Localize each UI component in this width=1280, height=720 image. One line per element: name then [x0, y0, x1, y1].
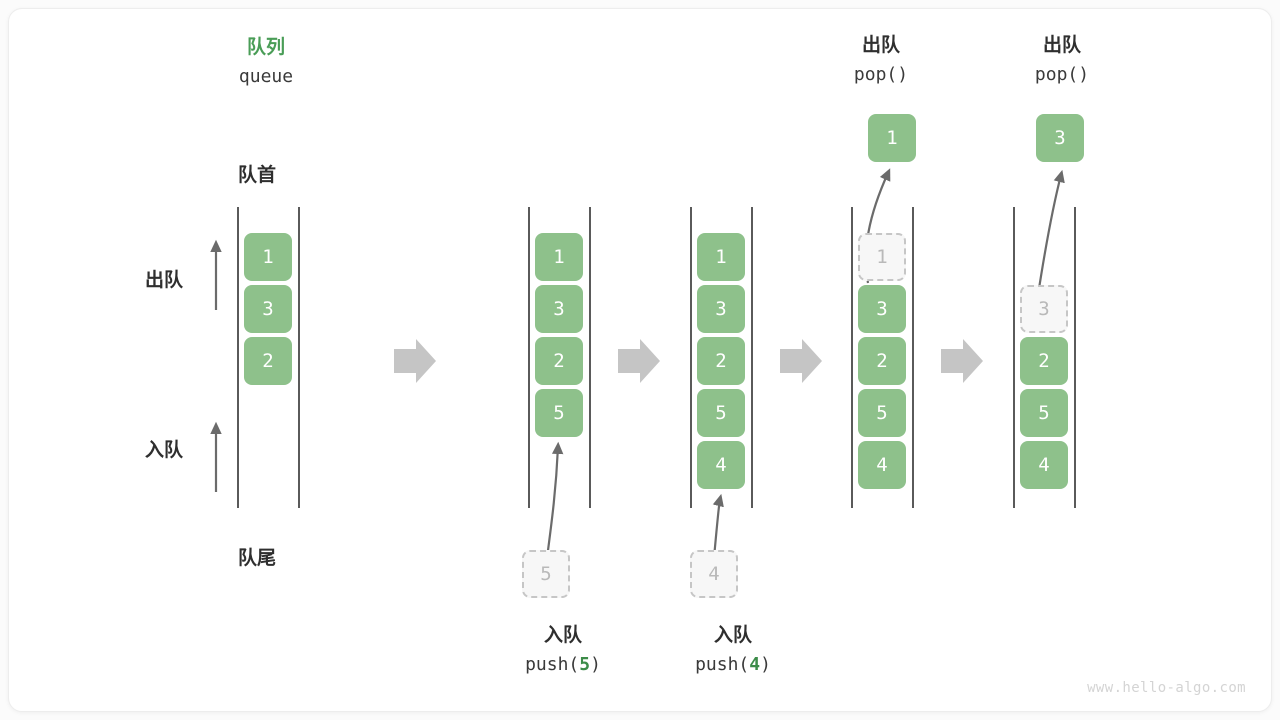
incoming-box-5: 5 [522, 550, 570, 598]
code-prefix: push( [525, 654, 580, 675]
rail-right [912, 207, 914, 508]
watermark: www.hello-algo.com [1087, 680, 1246, 696]
caption-push-4-code: push(4) [648, 654, 818, 675]
caption-push-5: 入队 push(5) [478, 620, 648, 675]
column-header-pop-1: 出队 pop() [801, 30, 961, 85]
caption-push-4: 入队 push(4) [648, 620, 818, 675]
rail-left [237, 207, 239, 508]
pop-1-header-cn: 出队 [861, 34, 900, 56]
dequeue-side-label: 出队 [145, 269, 184, 291]
queue-item-ghost: 3 [1020, 285, 1068, 333]
queue-item: 2 [697, 337, 745, 385]
queue-title-en: queue [238, 66, 294, 87]
caption-push-5-code: push(5) [478, 654, 648, 675]
queue-item: 3 [244, 285, 292, 333]
rail-left [1013, 207, 1015, 508]
rail-left [528, 207, 530, 508]
queue-item: 5 [535, 389, 583, 437]
queue-item: 2 [1020, 337, 1068, 385]
queue-item: 4 [1020, 441, 1068, 489]
rear-label: 队尾 [238, 547, 277, 569]
queue-title-cn: 队列 [246, 36, 285, 58]
popped-box-1: 1 [868, 114, 916, 162]
queue-item: 5 [697, 389, 745, 437]
queue-item: 5 [858, 389, 906, 437]
code-arg: 4 [749, 654, 761, 675]
queue-item: 3 [697, 285, 745, 333]
rail-right [1074, 207, 1076, 508]
rail-left [851, 207, 853, 508]
queue-item: 3 [858, 285, 906, 333]
queue-item: 2 [244, 337, 292, 385]
front-label: 队首 [238, 164, 277, 186]
code-arg: 5 [579, 654, 591, 675]
queue-title-block: 队列 queue [186, 32, 346, 87]
queue-item: 3 [535, 285, 583, 333]
rail-right [589, 207, 591, 508]
pop-3-header-cn: 出队 [1042, 34, 1081, 56]
queue-item: 1 [535, 233, 583, 281]
queue-item: 4 [697, 441, 745, 489]
caption-push-5-cn: 入队 [543, 624, 582, 646]
diagram-card [8, 8, 1272, 712]
code-prefix: push( [695, 654, 750, 675]
queue-item: 5 [1020, 389, 1068, 437]
queue-item: 4 [858, 441, 906, 489]
pop-1-header-code: pop() [853, 64, 909, 85]
incoming-box-4: 4 [690, 550, 738, 598]
code-suffix: ) [760, 654, 771, 675]
popped-box-3: 3 [1036, 114, 1084, 162]
queue-item-ghost: 1 [858, 233, 906, 281]
rail-right [298, 207, 300, 508]
queue-item: 1 [697, 233, 745, 281]
column-header-pop-2: 出队 pop() [982, 30, 1142, 85]
enqueue-side-label: 入队 [145, 439, 184, 461]
rail-right [751, 207, 753, 508]
queue-item: 2 [535, 337, 583, 385]
code-suffix: ) [590, 654, 601, 675]
caption-push-4-cn: 入队 [713, 624, 752, 646]
queue-item: 1 [244, 233, 292, 281]
pop-3-header-code: pop() [1034, 64, 1090, 85]
rail-left [690, 207, 692, 508]
queue-item: 2 [858, 337, 906, 385]
